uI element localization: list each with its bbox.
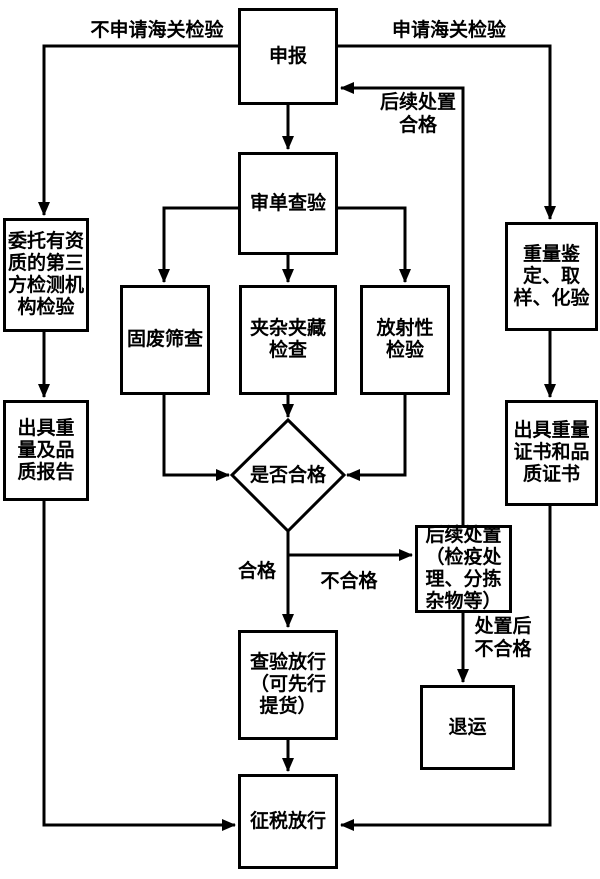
node-followup-disposal: 后续处置 （检疫处 理、分拣 杂物等） xyxy=(415,525,512,613)
edge-solid-waste-decision xyxy=(162,395,230,481)
node-decision-label: 是否合格 xyxy=(249,465,326,486)
node-return-shipment: 退运 xyxy=(420,685,515,770)
edge-radioactive-decision xyxy=(346,395,407,481)
edge-label-apply: 申请海关检验 xyxy=(391,20,506,41)
node-weight-cert: 出具重量 证书和品 质证书 xyxy=(505,400,598,506)
edge-label-no-apply: 不申请海关检验 xyxy=(90,20,224,41)
edge-declare-weight-appraisal xyxy=(337,44,556,220)
edge-label-unqualified: 不合格 xyxy=(320,571,378,592)
edge-followup-disposal-declare xyxy=(340,82,465,525)
node-release-inspect: 查验放行 （可先行 提货） xyxy=(238,630,338,740)
node-weight-appraisal: 重量鉴 定、取 样、化验 xyxy=(505,222,598,331)
edge-label-followup-qualified: 后续处置 合格 xyxy=(379,92,456,136)
node-weight-report: 出具重 量及品 质报告 xyxy=(3,400,89,501)
edge-weight-cert-tax-release xyxy=(340,506,552,831)
decision-diamond xyxy=(229,417,347,534)
node-tax-release: 征税放行 xyxy=(238,774,338,869)
node-hidden-check: 夹杂夹藏 检查 xyxy=(239,285,337,395)
node-solid-waste: 固废筛查 xyxy=(120,285,210,395)
edge-label-after-disposal-unqualified: 处置后 不合格 xyxy=(474,616,532,660)
node-radioactive: 放射性 检验 xyxy=(360,285,450,395)
edge-declare-third-party xyxy=(38,44,239,216)
edge-doc-review-solid-waste xyxy=(158,206,239,283)
edge-doc-review-radioactive xyxy=(337,206,411,283)
edge-weight-report-tax-release xyxy=(42,501,236,831)
edge-label-qualified: 合格 xyxy=(237,561,276,582)
node-third-party: 委托有资 质的第三 方检测机 构检验 xyxy=(3,218,89,332)
node-doc-review: 审单查验 xyxy=(238,152,338,255)
node-declare: 申报 xyxy=(238,8,338,105)
